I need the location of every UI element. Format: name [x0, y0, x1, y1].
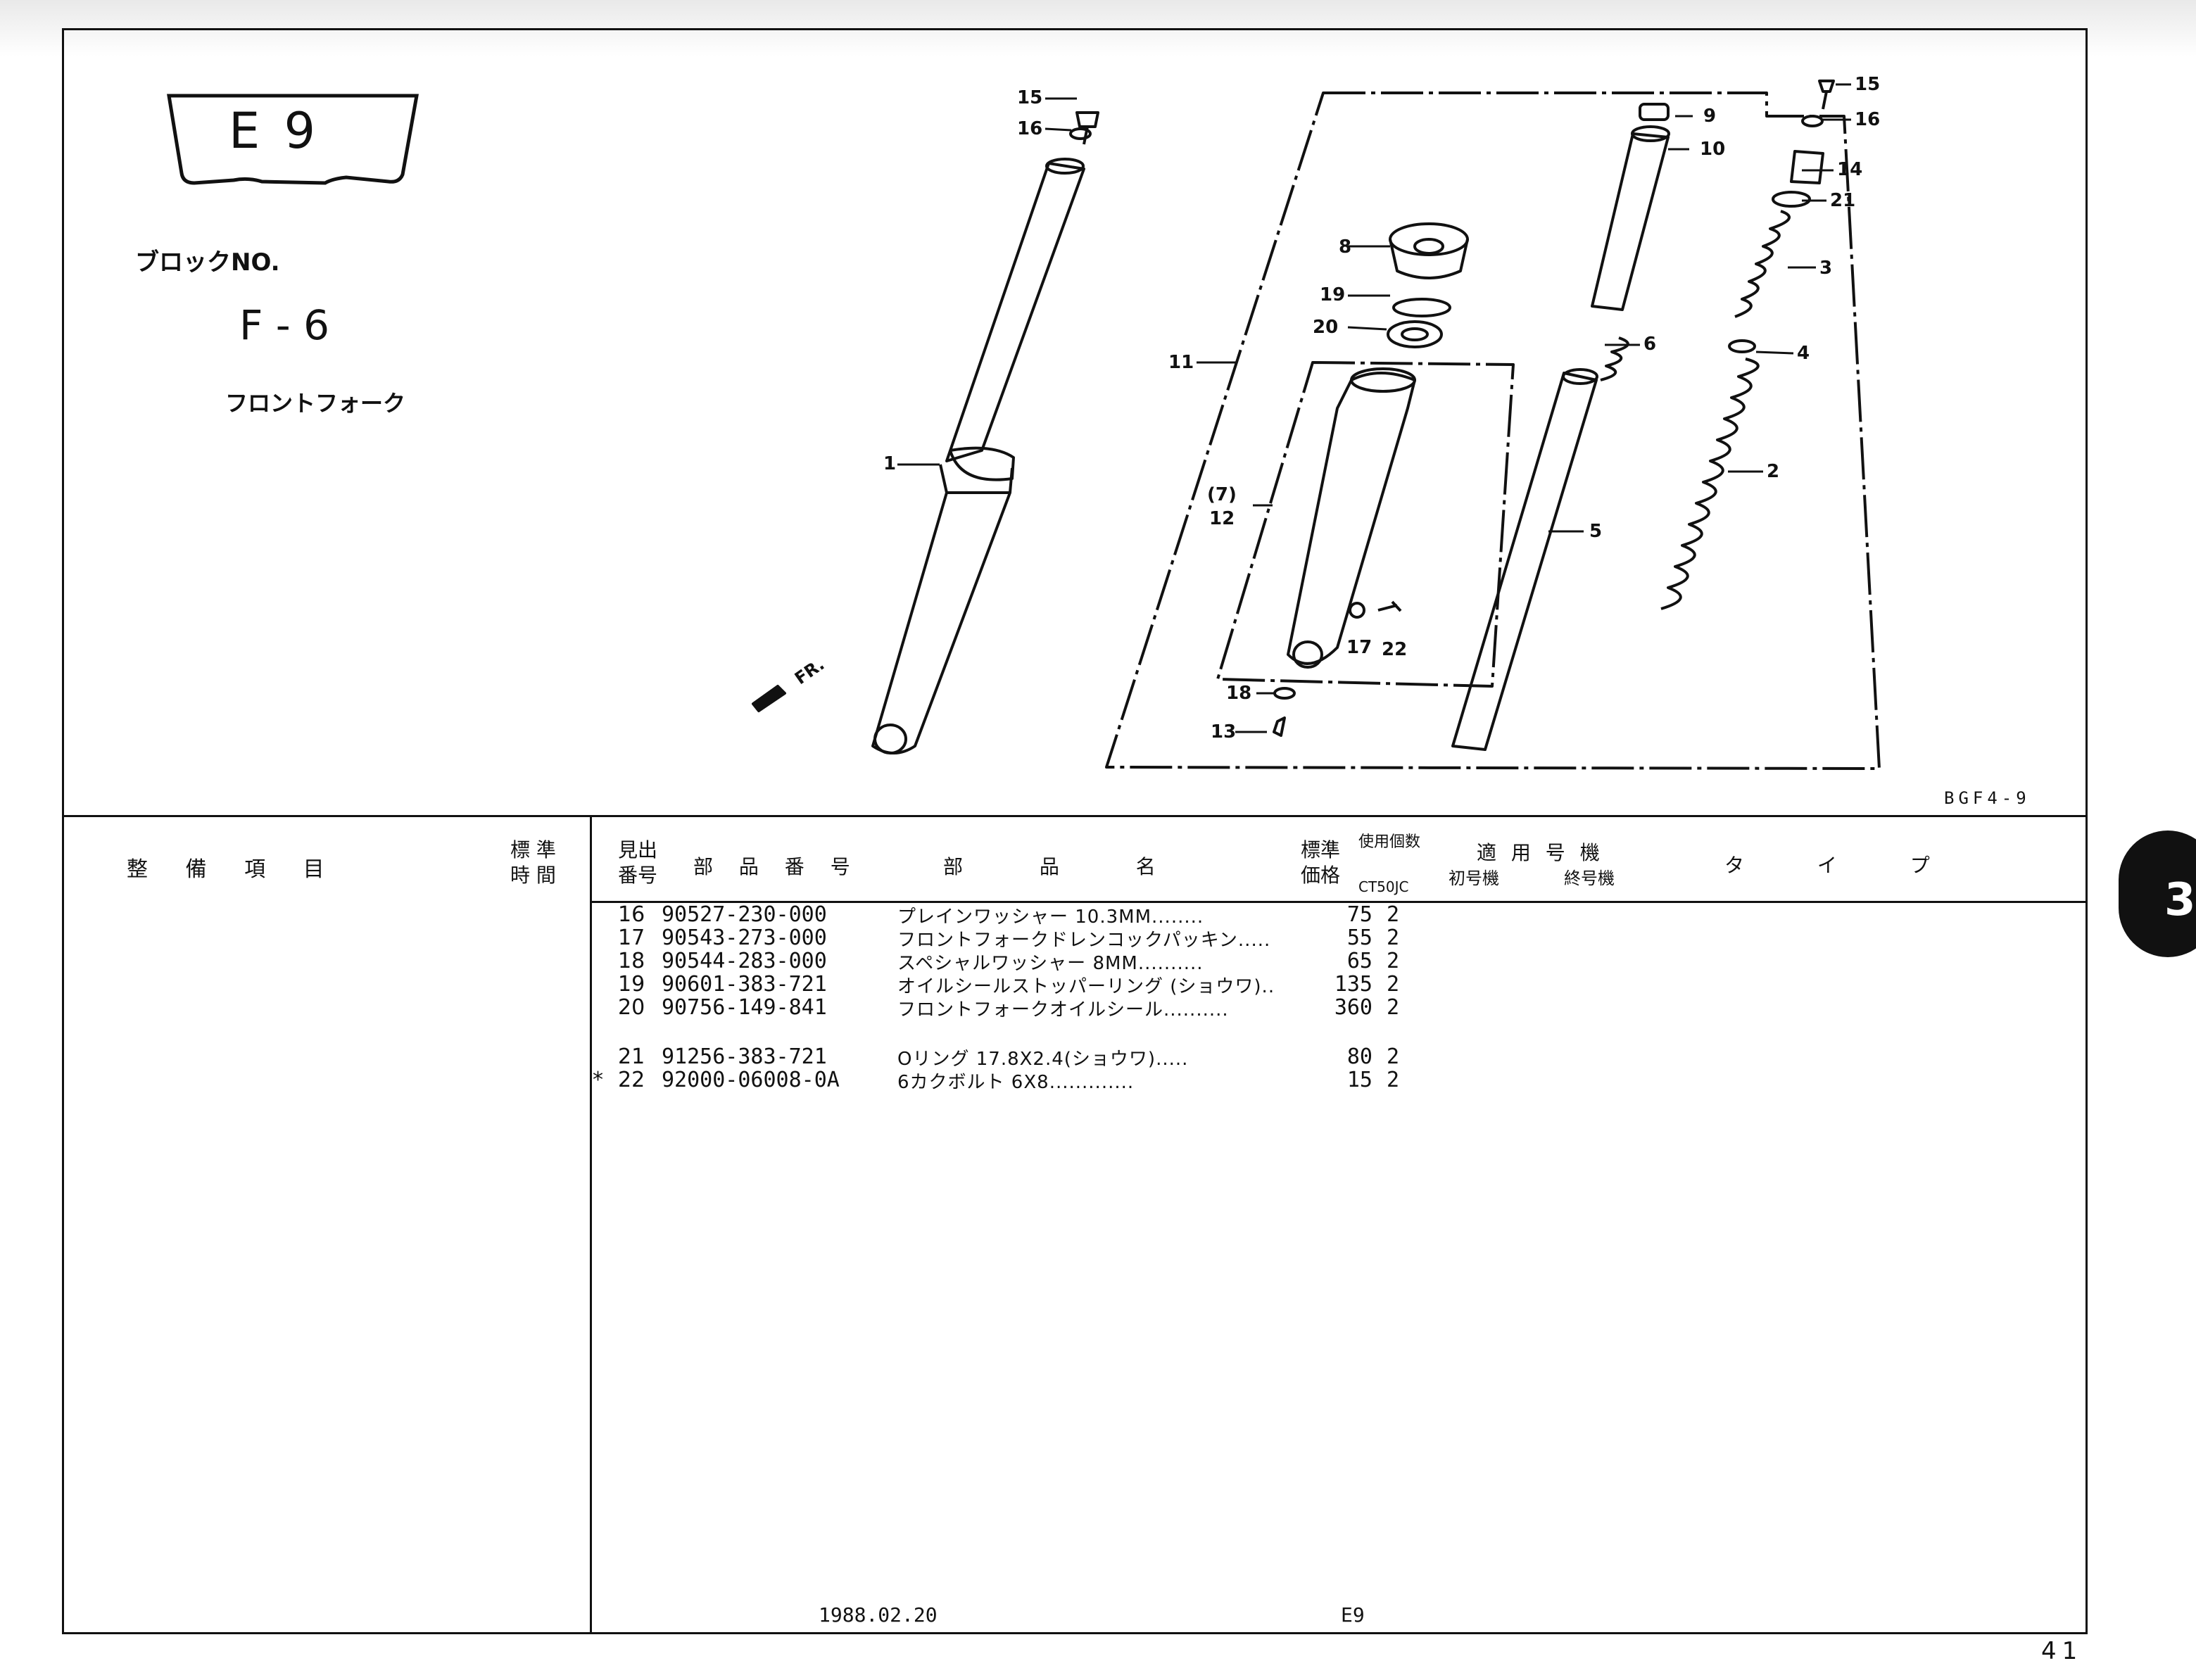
header-std-time-1: 標 準	[510, 838, 556, 861]
block-number: F - 6	[239, 301, 330, 349]
row-part-name: オイルシールストッパーリング (ショウワ)..	[897, 976, 1275, 997]
footer-code: E9	[1341, 1603, 1365, 1627]
row-mark: *	[593, 1068, 603, 1092]
row-ref: 19	[618, 972, 645, 997]
row-part-name: 6カクボルト 6X8.............	[897, 1072, 1135, 1093]
callout-1: 1	[883, 453, 897, 474]
row-qty: 2	[1387, 926, 1400, 950]
header-maintenance-item: 整 備 項 目	[127, 857, 340, 882]
callout-12: 12	[1209, 508, 1235, 529]
row-ref: 17	[618, 926, 645, 950]
callout-16-left: 16	[1017, 118, 1043, 139]
row-ref: 20	[618, 995, 645, 1020]
row-part-name: フロントフォークオイルシール..........	[897, 999, 1229, 1021]
row-ref: 18	[618, 949, 645, 973]
row-part-number: 90543-273-000	[662, 926, 827, 950]
callout-20: 20	[1313, 317, 1339, 338]
header-model-code: CT50JC	[1358, 878, 1409, 895]
row-part-number: 90527-230-000	[662, 902, 827, 927]
column-divider	[590, 815, 592, 1634]
header-first-unit: 初号機	[1449, 869, 1499, 888]
callout-3: 3	[1819, 258, 1833, 279]
header-std-time-2: 時 間	[510, 864, 556, 887]
exploded-diagram	[752, 80, 1881, 770]
diagram-table-divider	[62, 815, 2088, 817]
row-ref: 22	[618, 1068, 645, 1092]
row-qty: 2	[1387, 1044, 1400, 1069]
row-part-number: 90601-383-721	[662, 972, 827, 997]
footer-date: 1988.02.20	[819, 1603, 938, 1627]
callout-2: 2	[1767, 461, 1780, 482]
page-frame	[62, 28, 2088, 1634]
callout-21: 21	[1830, 190, 1856, 211]
row-part-name: スペシャルワッシャー 8MM..........	[897, 953, 1204, 974]
row-qty: 2	[1387, 1068, 1400, 1092]
chapter-tab-number: 3	[2164, 874, 2196, 926]
row-part-name: プレインワッシャー 10.3MM........	[897, 907, 1204, 928]
callout-14: 14	[1837, 159, 1863, 180]
header-type: タ イ プ	[1724, 854, 1930, 877]
header-std-price-1: 標準	[1301, 838, 1341, 861]
row-ref: 21	[618, 1044, 645, 1069]
row-price: 15	[1346, 1068, 1372, 1092]
section-badge	[167, 94, 419, 185]
row-part-name: フロントフォークドレンコックパッキン.....	[897, 930, 1271, 951]
row-qty: 2	[1387, 902, 1400, 927]
callout-4: 4	[1797, 343, 1810, 364]
header-ref-2: 番号	[618, 864, 658, 887]
header-part-name: 部 品 名	[943, 855, 1156, 878]
callout-11: 11	[1168, 352, 1194, 373]
callout-6: 6	[1643, 334, 1657, 355]
callout-5: 5	[1589, 521, 1603, 542]
front-fork-assembly	[871, 111, 1099, 754]
row-qty: 2	[1387, 949, 1400, 973]
callout-18: 18	[1226, 683, 1252, 704]
chapter-tab	[2119, 830, 2196, 957]
row-part-number: 90544-283-000	[662, 949, 827, 973]
header-part-number: 部 品 番 号	[693, 855, 860, 878]
callout-15-right: 15	[1855, 74, 1881, 95]
header-std-price-2: 価格	[1301, 864, 1341, 887]
row-price: 55	[1346, 926, 1372, 950]
row-part-name: Oリング 17.8X2.4(ショウワ).....	[897, 1049, 1189, 1070]
callout-7: (7)	[1207, 484, 1237, 505]
diagram-code: BGF4-9	[1944, 788, 2031, 808]
row-price: 75	[1346, 902, 1372, 927]
row-price: 65	[1346, 949, 1372, 973]
row-price: 80	[1346, 1044, 1372, 1069]
callout-9: 9	[1703, 106, 1717, 127]
callout-19: 19	[1320, 284, 1346, 305]
callout-8: 8	[1339, 236, 1352, 258]
callout-15-left: 15	[1017, 87, 1043, 108]
callout-17: 17	[1346, 637, 1372, 658]
row-price: 360	[1334, 995, 1372, 1020]
row-price: 135	[1334, 972, 1372, 997]
row-ref: 16	[618, 902, 645, 927]
row-part-number: 91256-383-721	[662, 1044, 827, 1069]
header-qty-used: 使用個数	[1358, 833, 1421, 851]
callout-22: 22	[1382, 639, 1408, 660]
block-name: フロントフォーク	[225, 390, 406, 417]
block-label: ブロックNO.	[135, 248, 280, 277]
header-ref-1: 見出	[618, 838, 658, 861]
page-number: 41	[2041, 1637, 2083, 1665]
header-applicable: 適 用 号 機	[1477, 841, 1604, 864]
row-qty: 2	[1387, 972, 1400, 997]
header-divider-right	[591, 901, 2088, 903]
section-code: E 9	[229, 102, 320, 160]
callout-10: 10	[1700, 139, 1726, 160]
callout-13: 13	[1211, 721, 1237, 743]
row-part-number: 90756-149-841	[662, 995, 827, 1020]
header-last-unit: 終号機	[1564, 869, 1615, 888]
callout-16-right: 16	[1855, 109, 1881, 130]
row-part-number: 92000-06008-0A	[662, 1068, 840, 1092]
row-qty: 2	[1387, 995, 1400, 1020]
